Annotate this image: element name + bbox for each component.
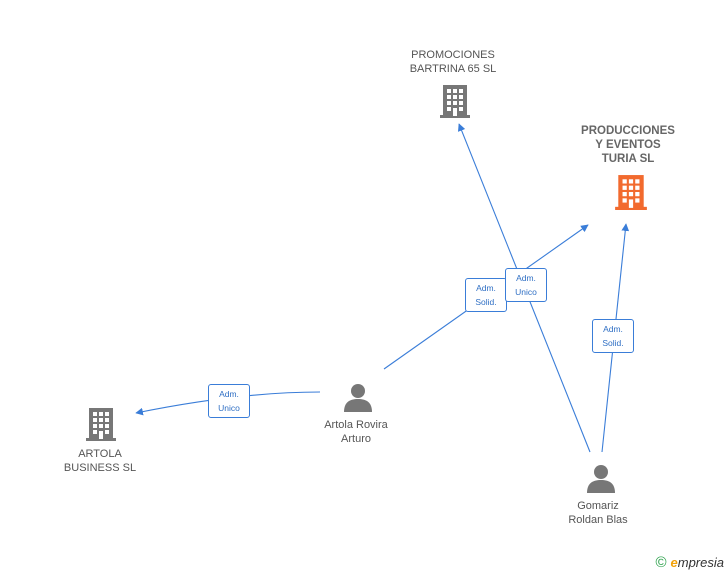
building-icon[interactable] <box>440 84 470 118</box>
building-icon[interactable] <box>86 407 116 441</box>
brand-name: mpresia <box>677 555 724 570</box>
node-label-promociones-bartrina: PROMOCIONES BARTRINA 65 SL <box>409 49 497 75</box>
node-label-artola-business: ARTOLA BUSINESS SL <box>63 448 137 474</box>
copyright-icon: © <box>655 554 667 571</box>
person-icon[interactable] <box>343 382 373 412</box>
brand-logo[interactable]: empresia <box>671 555 724 570</box>
node-label-gomariz: Gomariz Roldan Blas <box>568 500 628 526</box>
edge-label-adm-solid[interactable]: Adm. Solid. <box>592 319 634 353</box>
node-label-artola-rovira: Artola Rovira Arturo <box>324 419 388 445</box>
brand-initial: e <box>670 555 678 570</box>
building-icon-highlighted[interactable] <box>615 174 647 210</box>
edge-label-adm-solid[interactable]: Adm. Solid. <box>465 278 507 312</box>
edge-label-adm-unico[interactable]: Adm. Unico <box>208 384 250 418</box>
brand-footer: © empresia <box>655 554 724 571</box>
edge-label-adm-unico[interactable]: Adm. Unico <box>505 268 547 302</box>
person-icon[interactable] <box>586 463 616 493</box>
node-label-producciones-turia: PRODUCCIONES Y EVENTOS TURIA SL <box>581 125 675 165</box>
